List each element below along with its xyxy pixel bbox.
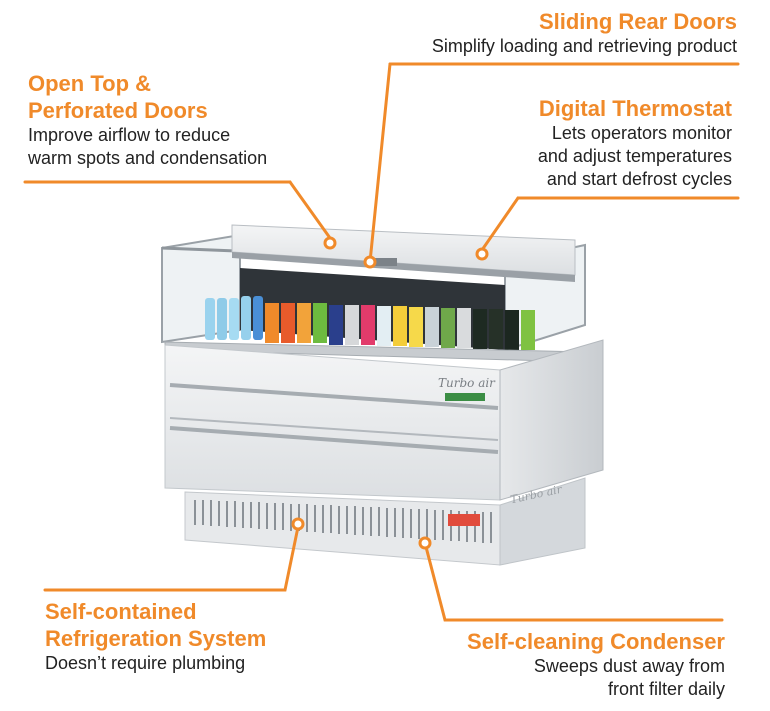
callout-open-top: Open Top & Perforated Doors Improve airf… [28,70,267,170]
marker-thermostat [475,247,489,261]
marker-open-top [323,236,337,250]
leader-open-top-d [288,180,332,240]
callout-desc-line-1: Lets operators monitor [551,123,732,143]
front-brand-logo: Turbo air [438,376,495,390]
callout-title: Self-cleaning Condenser [467,629,725,654]
beverage-products [205,296,535,350]
callout-desc-line-2: warm spots and condensation [28,148,268,168]
callout-digital-thermostat: Digital Thermostat Lets operators monito… [538,95,732,191]
callout-desc-line-2: front filter daily [607,679,725,699]
callout-desc-line-1: Sweeps dust away from [533,656,725,676]
warning-label [448,514,480,526]
callout-title-line-2: Refrigeration System [45,626,267,651]
callout-desc-line-3: and start defrost cycles [546,169,732,189]
marker-condenser [418,536,432,550]
callout-sliding-rear-doors: Sliding Rear Doors Simplify loading and … [432,8,737,58]
callout-desc: Doesn’t require plumbing [45,653,246,673]
callout-desc-line-2: and adjust temperatures [537,146,732,166]
callout-title-line-1: Self-contained [45,599,197,624]
callout-self-contained: Self-contained Refrigeration System Does… [45,598,266,675]
callout-desc-line-1: Improve airflow to reduce [28,125,231,145]
marker-sliding-doors [363,255,377,269]
leader-condenser [423,541,724,622]
leader-sliding-doors-v [368,62,392,264]
leader-refrigeration [43,525,300,592]
callout-self-cleaning-condenser: Self-cleaning Condenser Sweeps dust away… [467,628,725,701]
callout-title-line-2: Perforated Doors [28,98,208,123]
callout-title-line-1: Open Top & [28,71,152,96]
cabinet-body [164,339,604,501]
leader-thermostat-d [480,196,520,252]
callout-desc: Simplify loading and retrieving product [431,36,737,56]
callout-title: Digital Thermostat [538,96,732,121]
brand-badge [445,393,485,401]
marker-refrigeration [291,517,305,531]
callout-title: Sliding Rear Doors [538,9,737,34]
